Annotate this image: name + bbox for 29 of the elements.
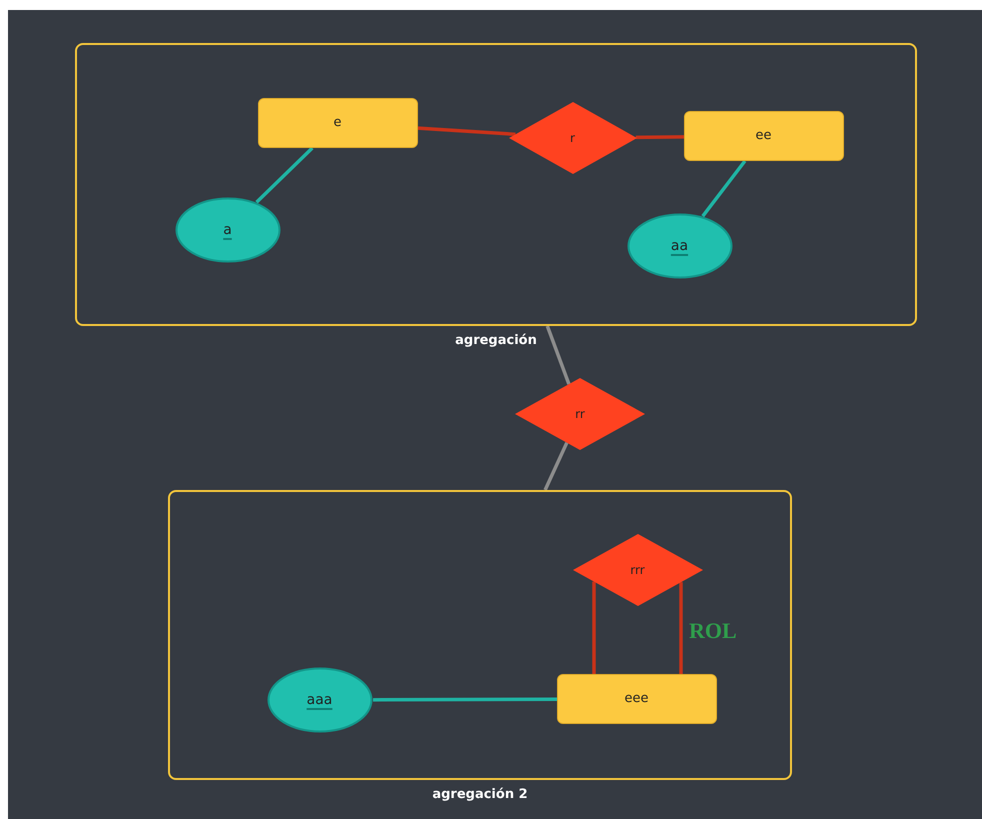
attribute-ellipse xyxy=(174,196,280,262)
connector-line xyxy=(373,698,557,702)
entity-label: e xyxy=(334,115,342,130)
attribute-label: aaa xyxy=(306,692,334,708)
aggregation-label: agregación xyxy=(455,333,537,348)
attribute-ellipse xyxy=(266,666,372,732)
relationship-diamond xyxy=(515,378,645,450)
entity-box xyxy=(258,98,418,148)
connector-line xyxy=(592,582,596,674)
relationship-diamond xyxy=(508,102,636,174)
connector-line xyxy=(544,442,568,491)
relationship-label: r xyxy=(570,130,575,144)
entity-label: eee xyxy=(624,691,648,706)
connector-line xyxy=(546,325,571,385)
aggregation-label: agregación 2 xyxy=(432,787,528,802)
attribute-ellipse xyxy=(626,212,732,278)
entity-box xyxy=(684,110,844,160)
connector-line xyxy=(701,160,746,218)
entity-box xyxy=(556,674,716,724)
relationship-label: rrr xyxy=(630,562,645,576)
entity-label: ee xyxy=(756,128,772,143)
connector-line xyxy=(418,126,516,136)
attribute-label: a xyxy=(222,222,233,238)
attribute-label: aa xyxy=(670,238,690,254)
connector-line xyxy=(255,146,314,204)
relationship-diamond xyxy=(572,534,702,606)
connector-line xyxy=(679,582,683,674)
connector-line xyxy=(636,135,684,140)
relationship-label: rr xyxy=(575,407,585,421)
